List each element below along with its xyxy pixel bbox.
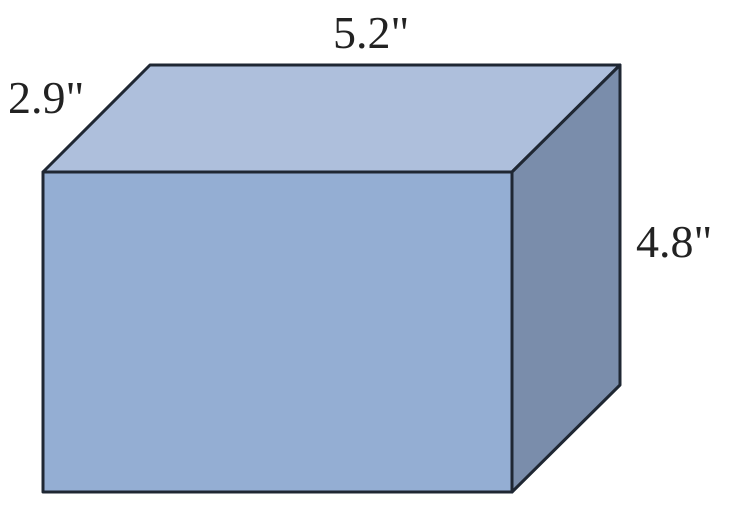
prism-front-face <box>41 170 514 494</box>
length-label: 5.2" <box>333 7 409 58</box>
height-label: 4.8" <box>636 216 712 267</box>
width-label: 2.9" <box>8 72 84 123</box>
